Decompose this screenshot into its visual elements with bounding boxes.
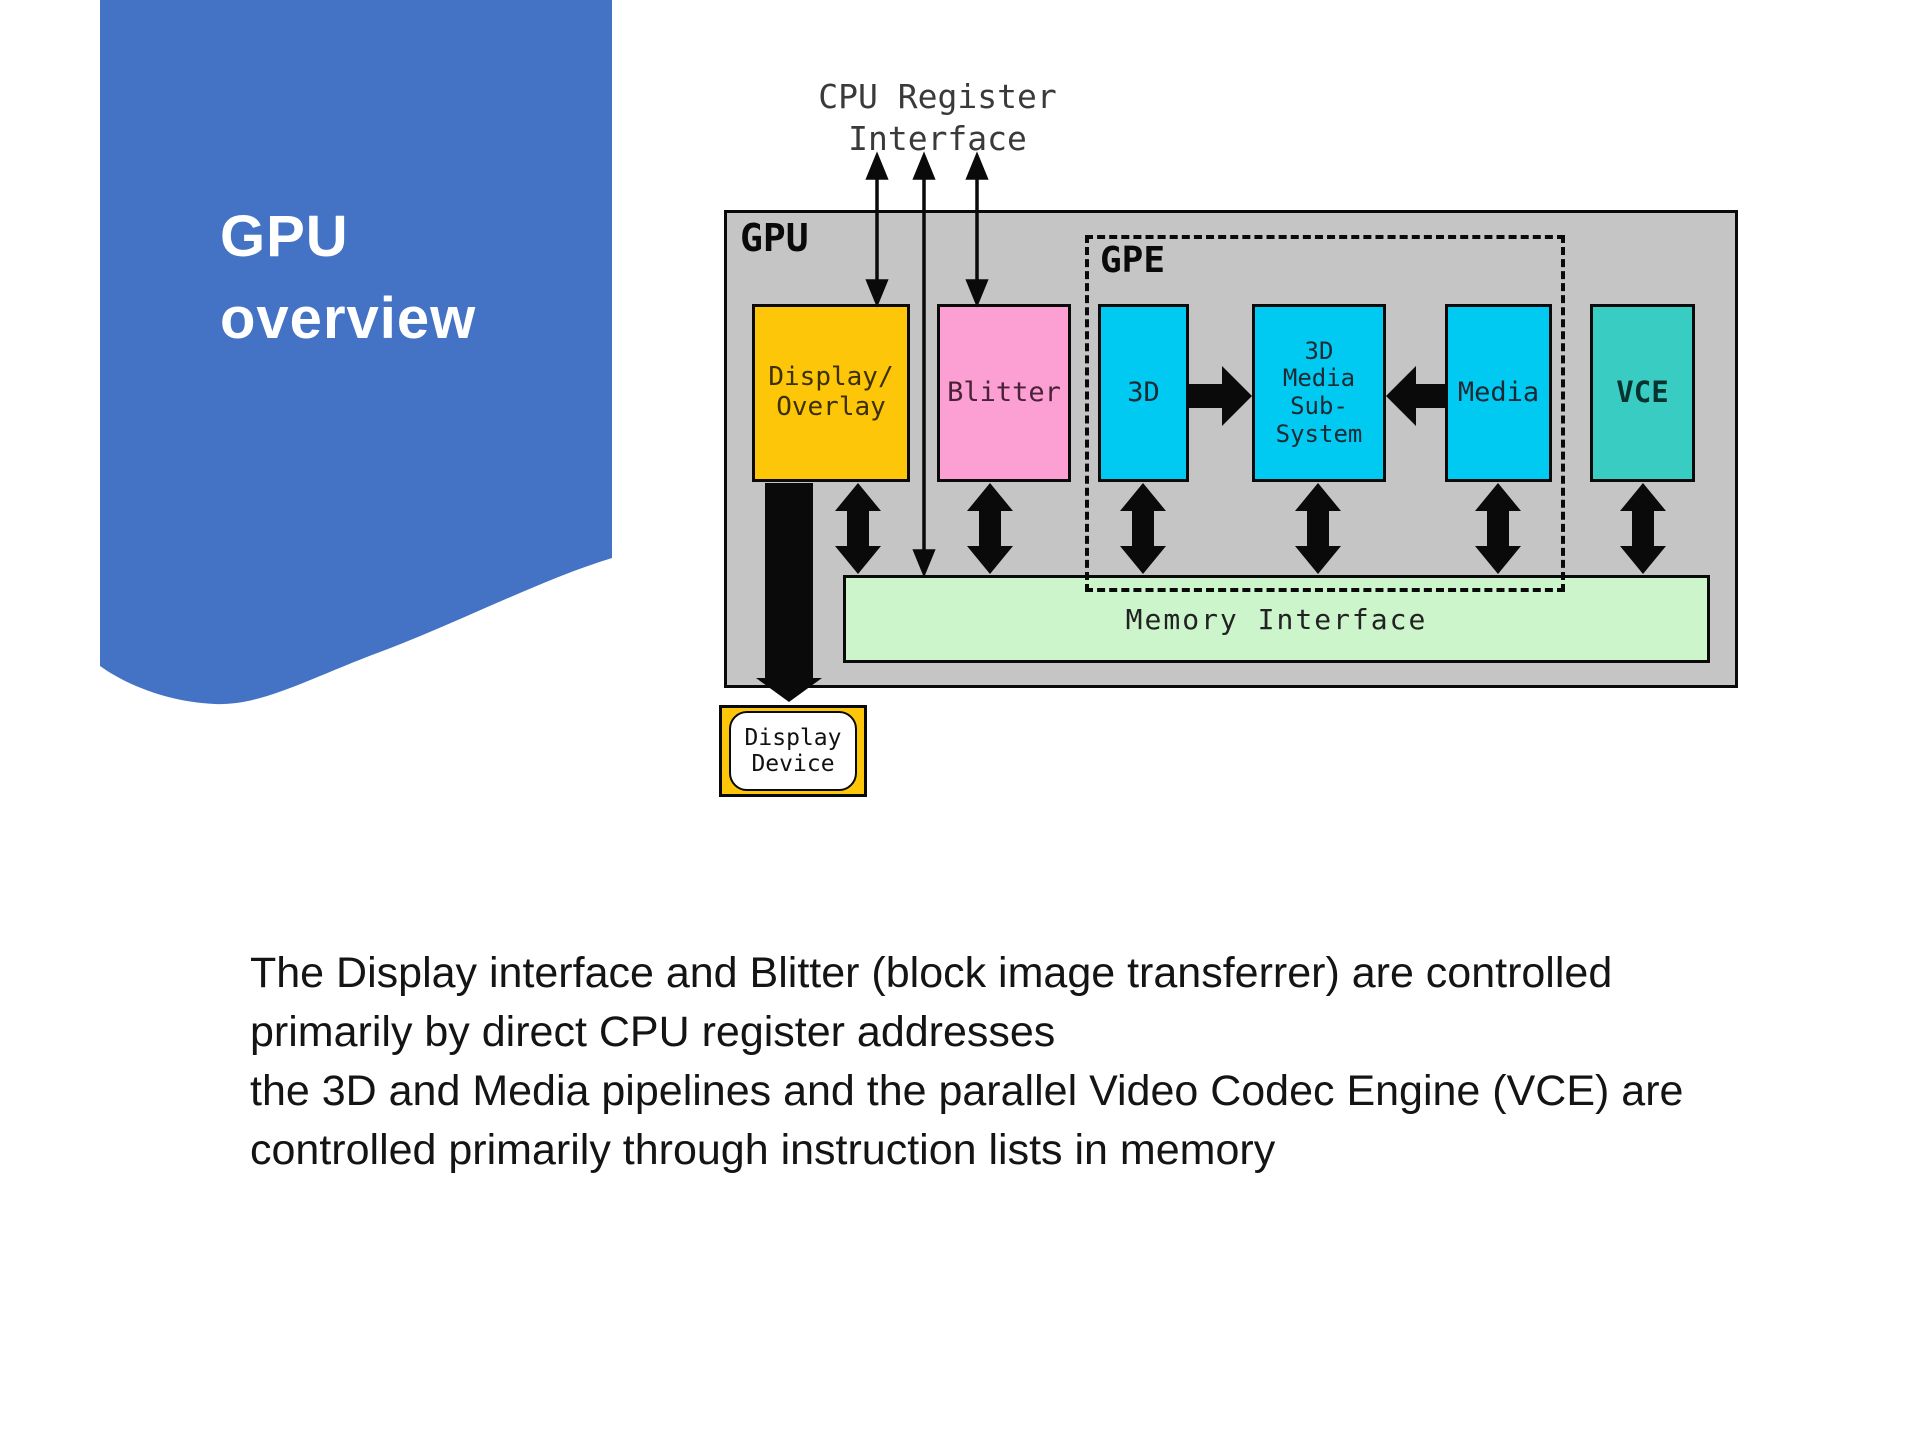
blitter-block: Blitter	[937, 304, 1071, 482]
cpu-register-interface-line1: CPU Register	[818, 77, 1057, 116]
3d-label: 3D	[1127, 377, 1160, 409]
memory-interface-label: Memory Interface	[1125, 602, 1428, 636]
wave-shape-icon	[100, 0, 612, 705]
media-block: Media	[1445, 304, 1552, 482]
3d-block: 3D	[1098, 304, 1189, 482]
display-device-line2: Device	[751, 751, 835, 777]
vce-block: VCE	[1590, 304, 1695, 482]
blue-wave-panel: GPU overview	[100, 0, 612, 712]
wave-path	[100, 0, 612, 705]
display-overlay-block: Display/ Overlay	[752, 304, 910, 482]
display-device-box: Display Device	[719, 705, 867, 797]
body-line-4: controlled primarily through instruction…	[250, 1126, 1276, 1174]
3d-media-subsystem-line2: Media	[1282, 364, 1356, 393]
body-line-1: The Display interface and Blitter (block…	[250, 949, 1613, 997]
media-label: Media	[1457, 377, 1540, 409]
cpu-register-interface-line2: Interface	[848, 119, 1027, 158]
page-title: GPU overview	[220, 196, 476, 360]
vce-label: VCE	[1616, 375, 1669, 410]
3d-media-subsystem-line3: Sub-	[1290, 392, 1348, 420]
display-overlay-label-line2: Overlay	[776, 392, 886, 422]
3d-media-subsystem-block: 3D Media Sub- System	[1252, 304, 1386, 482]
display-device-line1: Display	[744, 725, 842, 751]
memory-interface-box: Memory Interface	[843, 575, 1710, 663]
body-paragraph: The Display interface and Blitter (block…	[250, 944, 1750, 1180]
display-overlay-label-line1: Display/	[768, 362, 894, 393]
cpu-register-interface-label: CPU Register Interface	[700, 76, 1175, 160]
gpu-box-label: GPU	[740, 216, 809, 260]
page-title-line2: overview	[220, 286, 477, 351]
display-device-inner: Display Device	[729, 711, 857, 791]
blitter-label: Blitter	[947, 377, 1061, 409]
3d-media-subsystem-line4: System	[1275, 419, 1363, 448]
body-line-2: primarily by direct CPU register address…	[250, 1008, 1056, 1056]
gpe-dashed-box	[1085, 235, 1565, 592]
3d-media-subsystem-line1: 3D	[1304, 336, 1334, 365]
body-line-3: the 3D and Media pipelines and the paral…	[250, 1067, 1684, 1115]
page-title-line1: GPU	[220, 204, 349, 269]
gpe-box-label: GPE	[1100, 240, 1166, 281]
